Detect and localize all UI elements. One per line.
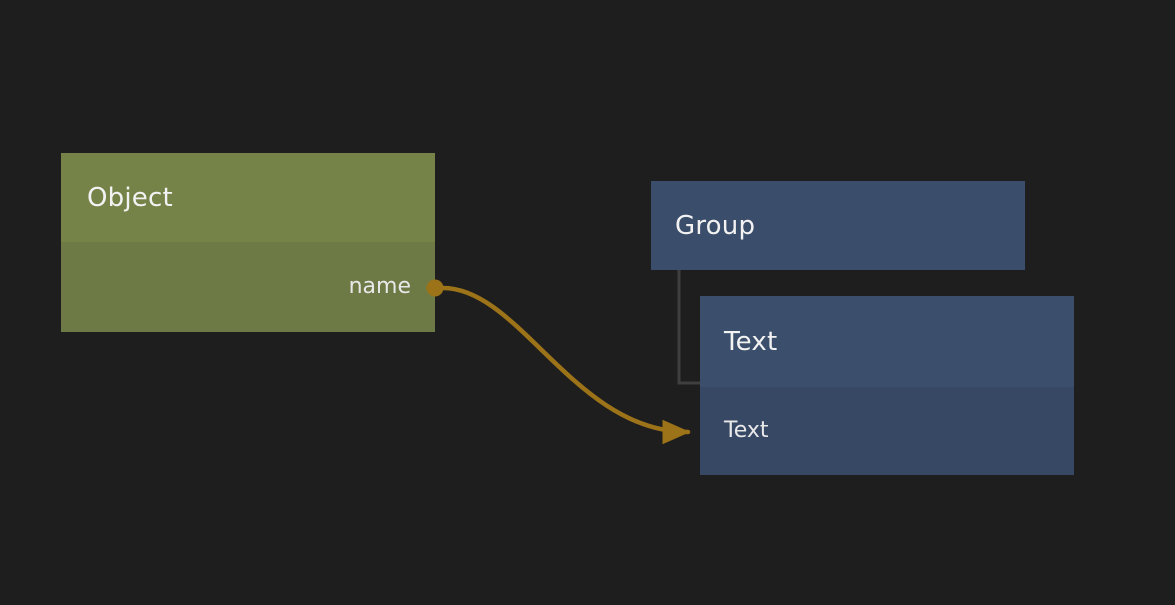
node-text-row-text-label: Text	[724, 418, 769, 443]
node-text[interactable]: Text Text	[700, 296, 1074, 475]
node-group[interactable]: Group	[651, 181, 1025, 270]
node-group-title: Group	[675, 210, 756, 241]
node-object-header[interactable]: Object	[61, 153, 435, 242]
node-text-title: Text	[724, 326, 778, 357]
node-object-row-name[interactable]: name	[61, 242, 435, 332]
node-text-row-text[interactable]: Text	[700, 387, 1074, 475]
node-text-header[interactable]: Text	[700, 296, 1074, 387]
edge-name-to-text[interactable]	[440, 285, 691, 445]
node-group-header[interactable]: Group	[651, 181, 1025, 270]
node-object[interactable]: Object name	[61, 153, 435, 332]
group-to-text-bracket	[677, 270, 700, 385]
node-object-title: Object	[87, 182, 173, 213]
node-object-row-name-label: name	[348, 274, 411, 299]
